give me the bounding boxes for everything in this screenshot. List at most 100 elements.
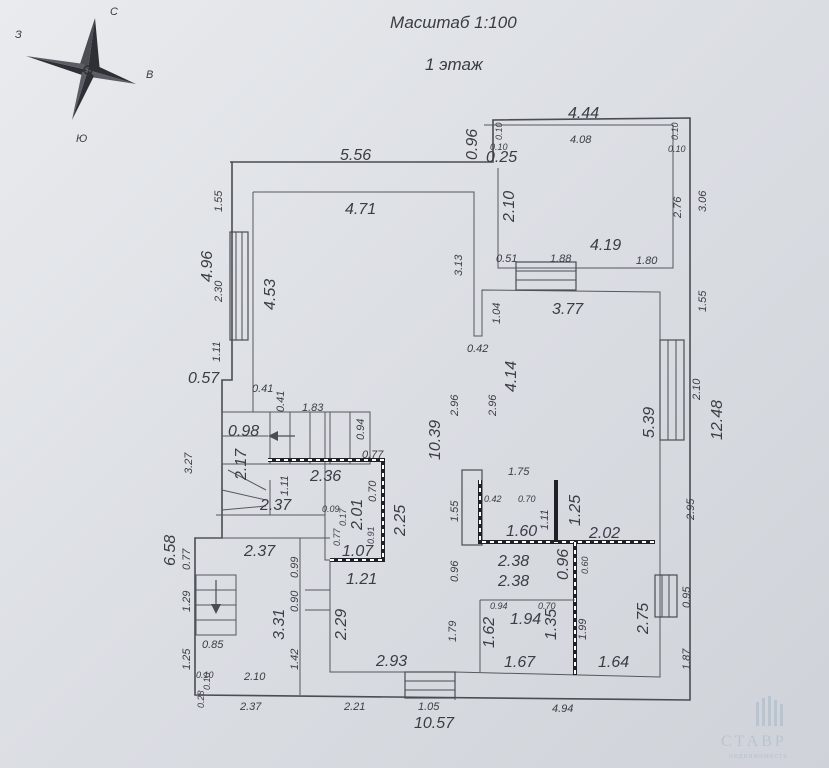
dim-155-left: 1.55 [213,190,225,212]
compass-north: С [110,6,118,18]
dim-051: 0.51 [496,253,517,265]
dim-096-c: 0.96 [449,560,461,582]
dim-104: 1.04 [491,303,503,324]
dim-210-b: 2.10 [691,378,703,401]
dim-237-c: 2.37 [239,701,262,713]
dim-408: 4.08 [570,134,592,146]
dim-060: 0.60 [580,556,590,574]
dim-210-a: 2.10 [501,191,518,223]
dim-496: 4.96 [199,251,216,282]
scale-label: Масштаб 1:100 [390,13,517,32]
dim-121: 1.21 [346,571,377,588]
dim-180: 1.80 [636,255,658,267]
dim-471: 4.71 [345,201,376,218]
dim-199: 1.99 [577,619,589,640]
dim-160: 1.60 [506,523,537,540]
dim-327: 3.27 [183,452,195,474]
dim-556: 5.56 [340,147,371,164]
dim-229: 2.29 [333,609,350,641]
logo-subtitle: недвижимость [729,753,788,760]
dim-539: 5.39 [641,407,658,438]
dim-164: 1.64 [598,654,629,671]
dim-105: 1.05 [418,701,440,713]
dim-070-b: 0.70 [518,494,536,504]
dim-453: 4.53 [262,279,279,310]
dim-125-a: 1.25 [567,495,584,526]
dim-377: 3.77 [552,301,584,318]
dim-107: 1.07 [342,543,374,560]
dim-238-b: 2.38 [497,573,529,590]
dim-010-c: 0.10 [670,122,680,140]
dim-419: 4.19 [590,237,621,254]
dim-142: 1.42 [289,649,301,670]
dim-210-c: 2.10 [243,671,266,683]
dim-094-b: 0.94 [490,601,508,611]
dim-221: 2.21 [343,701,365,713]
dim-070-a: 0.70 [367,480,379,502]
dim-111-c: 1.11 [539,509,551,530]
dim-010-a: 0.10 [494,122,504,140]
dim-162: 1.62 [481,617,498,648]
dim-099: 0.99 [289,557,301,578]
dim-658: 6.58 [162,535,179,566]
dim-025: 0.25 [486,149,517,166]
dim-201: 2.01 [349,499,366,531]
dim-155-right: 1.55 [697,290,709,312]
dim-276: 2.76 [672,196,684,219]
dim-041-a: 0.41 [252,383,273,395]
dim-042-b: 0.42 [484,494,502,504]
outer-walls [194,117,691,701]
dim-017: 0.17 [338,507,348,526]
staircase [195,411,371,636]
dim-098: 0.98 [228,423,259,440]
dim-295: 2.95 [685,498,697,521]
dim-041-b: 0.41 [275,391,287,412]
dim-077-a: 0.77 [362,449,384,461]
compass-rose-icon [26,18,136,120]
dim-225: 2.25 [392,505,409,537]
dimension-labels: 5.56 0.96 0.25 4.44 4.08 0.10 0.10 0.10 … [162,105,726,732]
dim-183: 1.83 [302,402,324,414]
dim-010-d: 0.10 [668,144,686,154]
dim-237-a: 2.37 [259,497,292,514]
dim-313: 3.13 [453,254,465,276]
dim-444: 4.44 [568,105,599,122]
compass-east: В [146,69,153,81]
logo-name: СТАВР [721,733,787,750]
dim-331: 3.31 [271,609,288,640]
dim-237-b: 2.37 [243,543,276,560]
dim-296-a: 2.96 [449,394,461,417]
dim-009: 0.09 [322,504,340,514]
dim-096-b: 0.96 [555,549,572,580]
windows [229,231,685,699]
dim-111-a: 1.11 [211,341,223,362]
dim-217: 2.17 [233,448,250,481]
dim-094-a: 0.94 [355,419,367,440]
dim-296-b: 2.96 [487,394,499,417]
stavr-logo: СТАВР недвижимость [721,696,788,760]
dim-125-b: 1.25 [181,648,193,670]
dim-230: 2.30 [213,280,225,303]
dim-111-b: 1.11 [279,475,291,496]
dim-129: 1.29 [181,591,193,612]
dim-194: 1.94 [510,611,541,628]
compass-south: Ю [76,133,87,145]
dim-188: 1.88 [550,253,572,265]
dim-238-a: 2.38 [497,553,529,570]
compass-west: З [15,29,22,41]
dim-179: 1.79 [447,621,459,642]
dim-090: 0.90 [289,590,301,612]
floor-label: 1 этаж [425,55,484,74]
dim-096-top: 0.96 [464,129,481,160]
dim-494: 4.94 [552,703,573,715]
dim-077-c: 0.77 [181,548,193,570]
dim-077-b: 0.77 [332,527,342,546]
dim-414: 4.14 [503,361,520,392]
dim-306: 3.06 [697,190,709,212]
dim-057: 0.57 [188,370,220,387]
dim-175: 1.75 [508,466,530,478]
dim-275: 2.75 [635,603,652,635]
dim-085: 0.85 [202,639,224,651]
dim-167: 1.67 [504,654,536,671]
